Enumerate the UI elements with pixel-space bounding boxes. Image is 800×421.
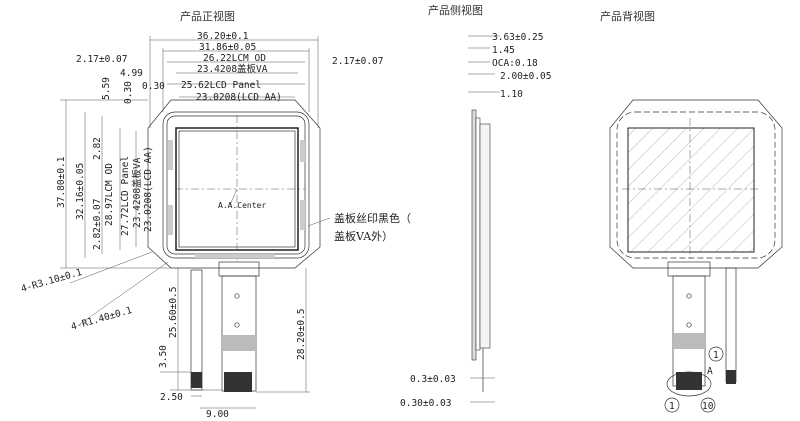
lcm-outline (162, 111, 310, 259)
dim-left-2-17: 2.17±0.07 (76, 54, 127, 65)
fpc-neck (218, 261, 260, 277)
pin10-label: 10 (702, 401, 714, 412)
dim-right-2-17: 2.17±0.07 (332, 56, 383, 67)
side-cover (471, 109, 477, 361)
dim-31-86: 31.86±0.05 (199, 42, 256, 53)
dim-4-99: 4.99 (120, 68, 143, 79)
back-view-title: 产品背视图 (600, 9, 655, 23)
bottom-silkscreen-mark (195, 254, 275, 258)
back-hatched-area (627, 127, 755, 253)
side-dim-1-10: 1.10 (500, 89, 523, 100)
leader-note (307, 217, 331, 227)
dim-v-28-20: 28.20±0.5 (296, 309, 307, 360)
fpc-contacts (224, 372, 252, 392)
right-silkscreen-mark-2 (300, 200, 305, 230)
back-fpc-hole-1 (686, 293, 692, 299)
left-silkscreen-mark (168, 140, 173, 170)
back-side-fpc (725, 267, 737, 383)
back-fpc-tail (672, 275, 706, 387)
side-lcd (479, 123, 491, 349)
dim-v-25-60: 25.60±0.5 (168, 287, 179, 338)
side-dim-oca: OCA:0.18 (492, 58, 538, 69)
dim-radius-1-40: 4-R1.40±0.1 (70, 305, 134, 333)
back-fpc-stiffener (673, 333, 705, 349)
back-pin-callout-ellipse (666, 371, 712, 397)
back-view: 1 A 1 10 (609, 99, 783, 413)
side-view: 3.63±0.25 1.45 OCA:0.18 2.00±0.05 1.10 0… (400, 32, 551, 409)
pin1-bottom-label: 1 (669, 401, 675, 412)
side-dim-0-30: 0.30±0.03 (400, 398, 451, 409)
pin1-top-circle (708, 346, 724, 362)
dim-0-30-b: 0.30 (142, 81, 165, 92)
leader-r310 (69, 251, 153, 284)
dim-25-62: 25.62LCD Panel (181, 80, 261, 91)
cover-outline (147, 99, 321, 269)
dim-v-32-16: 32.16±0.05 (75, 163, 86, 220)
side-dim-1-45: 1.45 (492, 45, 515, 56)
leader-r140 (79, 261, 169, 325)
dim-v-2-82a: 2.82±0.07 (92, 199, 103, 250)
dim-v-3-50: 3.50 (158, 345, 169, 368)
silkscreen-note-1: 盖板丝印黑色（ (334, 211, 411, 225)
fpc-hole-1 (234, 293, 240, 299)
dim-23-0208: 23.0208(LCD AA) (196, 92, 282, 103)
dim-2-50: 2.50 (160, 392, 183, 403)
fpc-stiffener (222, 335, 256, 351)
dim-v-23-0208: 23.0208(LCD AA) (143, 146, 154, 232)
dim-9-00: 9.00 (206, 409, 229, 420)
side-fpc-contacts (191, 372, 202, 388)
pin1-top-label: 1 (713, 350, 719, 361)
fpc-hole-2 (234, 322, 240, 328)
dim-v-28-97: 28.97LCM OD (104, 163, 115, 226)
back-fpc-contacts (676, 372, 702, 390)
silkscreen-note-2: 盖板VA外） (334, 229, 393, 243)
side-dim-0-3: 0.3±0.03 (410, 374, 456, 385)
dim-v-23-4208: 23.4208盖板VA (131, 157, 143, 228)
leader-aa-center (229, 188, 238, 206)
dim-23-4208: 23.4208盖板VA (197, 63, 268, 75)
dim-v-37-80: 37.80±0.1 (56, 156, 67, 208)
pin10-circle (700, 397, 716, 413)
aa-center-label: A.A.Center (218, 201, 266, 210)
dim-v-27-72: 27.72LCD Panel (120, 156, 131, 236)
pin1-bottom-circle (664, 397, 680, 413)
back-cover-outline (609, 99, 783, 269)
lcd-panel-outline (166, 115, 306, 255)
dim-36-20: 36.20±0.1 (197, 31, 249, 42)
dim-v-5-59: 5.59 (101, 77, 112, 100)
side-dim-2-00: 2.00±0.05 (500, 71, 551, 82)
side-view-title: 产品侧视图 (428, 3, 483, 17)
left-silkscreen-mark-2 (168, 205, 173, 235)
back-side-fpc-contacts (726, 370, 736, 384)
pin-a-label: A (707, 366, 713, 377)
back-fpc-neck (667, 261, 711, 277)
side-oca (475, 117, 481, 351)
dim-v-0-36: 0.30 (123, 81, 134, 104)
front-view-title: 产品正视图 (180, 9, 235, 23)
dim-radius-3-10: 4-R3.10±0.1 (20, 267, 84, 295)
back-fpc-hole-2 (686, 322, 692, 328)
front-view: 36.20±0.1 31.86±0.05 26.22LCM OD 23.4208… (20, 31, 411, 420)
side-dim-3-63: 3.63±0.25 (492, 32, 543, 43)
right-silkscreen-mark (300, 140, 305, 162)
dim-v-2-82b: 2.82 (92, 137, 103, 160)
dim-26-22: 26.22LCM OD (203, 53, 266, 64)
